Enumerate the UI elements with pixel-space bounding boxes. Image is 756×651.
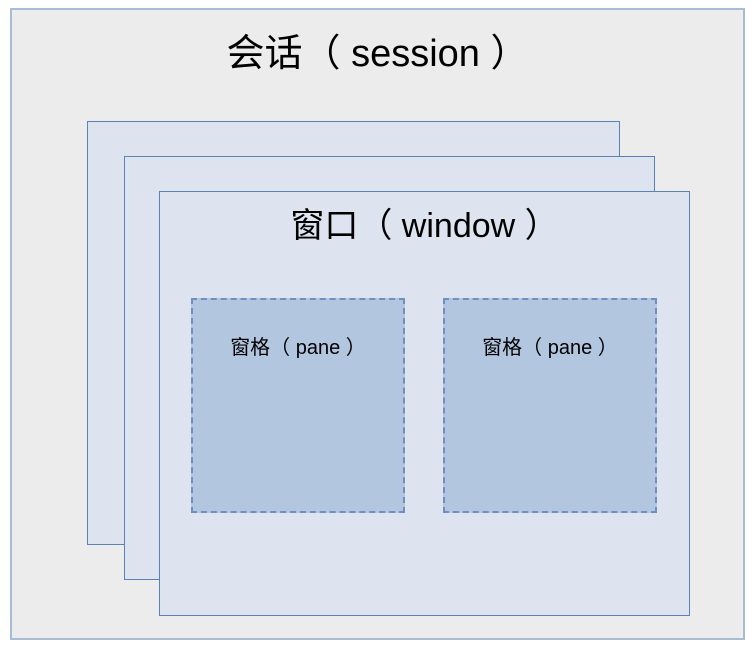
session-title: 会话（ session ） [226,33,529,75]
session-container: 会话（ session ） 窗口（ window ） 窗格（ pane ） 窗格… [10,8,745,640]
window-title: 窗口（ window ） [290,207,559,245]
pane-label-right: 窗格（ pane ） [482,337,618,359]
window-layer-front: 窗口（ window ） 窗格（ pane ） 窗格（ pane ） [159,191,690,616]
pane-box-right: 窗格（ pane ） [443,298,657,513]
pane-label-left: 窗格（ pane ） [230,337,366,359]
pane-box-left: 窗格（ pane ） [191,298,405,513]
